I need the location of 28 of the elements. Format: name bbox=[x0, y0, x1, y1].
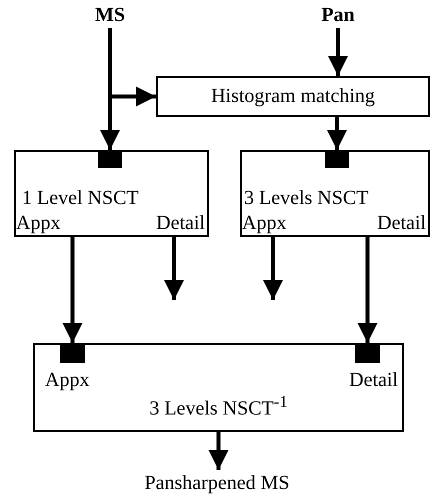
input-port-square bbox=[60, 343, 85, 363]
port-label: Appx bbox=[16, 212, 60, 234]
process-box bbox=[33, 343, 404, 432]
port-label: Detail bbox=[349, 369, 398, 391]
arrow bbox=[358, 237, 378, 343]
arrow bbox=[164, 237, 184, 300]
arrow bbox=[263, 237, 283, 300]
arrow bbox=[327, 117, 347, 150]
box-title: 1 Level NSCT bbox=[22, 187, 139, 209]
input-port-square bbox=[355, 343, 380, 363]
arrow bbox=[62, 237, 82, 343]
process-box bbox=[14, 150, 209, 237]
port-label: Detail bbox=[156, 212, 205, 234]
process-box bbox=[240, 150, 430, 237]
arrow bbox=[208, 432, 228, 470]
input-port-square bbox=[325, 150, 349, 168]
arrow bbox=[328, 28, 348, 76]
input-label: MS bbox=[89, 2, 131, 28]
port-label: Appx bbox=[45, 369, 90, 391]
box-title: 3 Levels NSCT$^{-1}$ bbox=[148, 391, 289, 420]
process-box bbox=[156, 76, 430, 117]
port-label: Detail bbox=[377, 212, 426, 234]
input-port-square bbox=[98, 150, 122, 168]
port-label: Appx bbox=[242, 212, 286, 234]
output-label: Pansharpened MS bbox=[137, 470, 297, 496]
box-title: 3 Levels NSCT bbox=[244, 187, 368, 209]
box-title: Histogram matching bbox=[210, 85, 376, 107]
input-label: Pan bbox=[315, 2, 361, 28]
